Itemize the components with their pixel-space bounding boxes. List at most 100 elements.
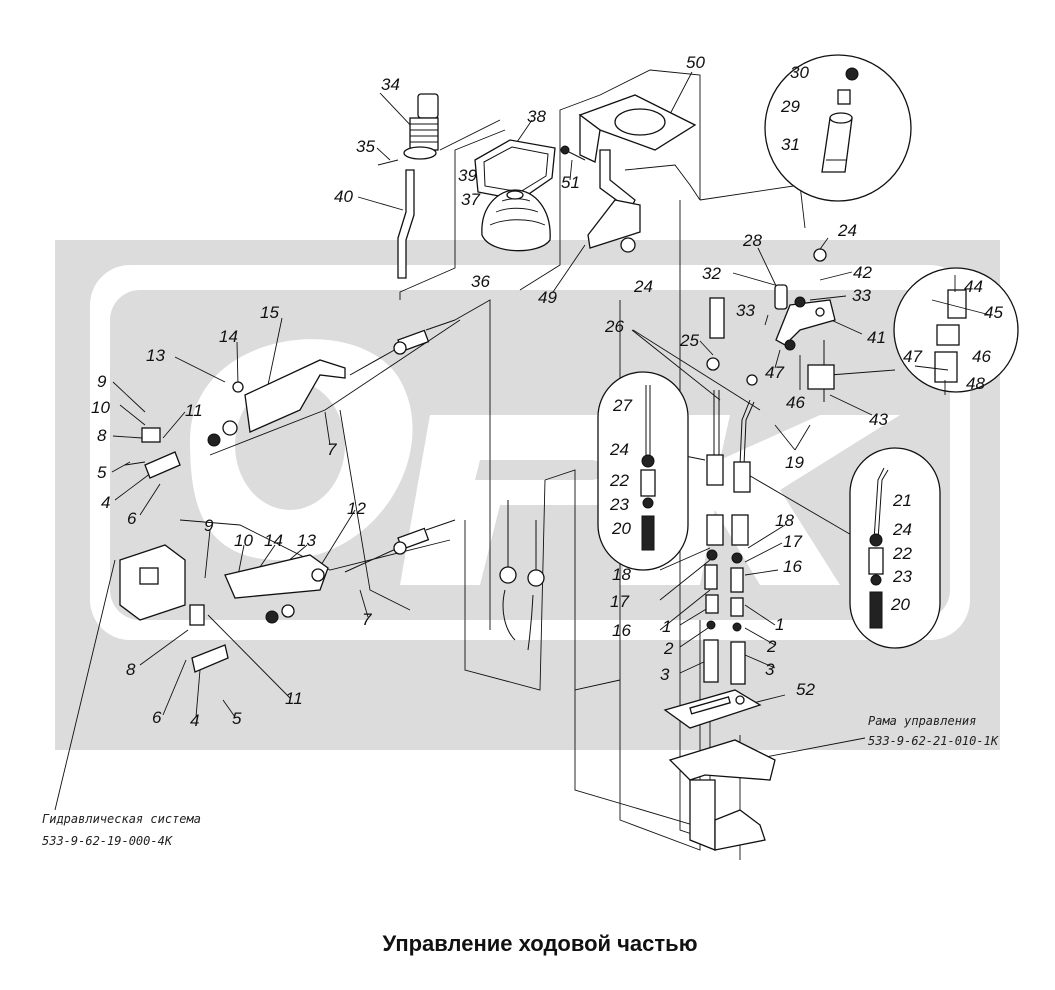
callout-8-upper: 8 [97, 426, 107, 445]
callout-49: 49 [538, 288, 557, 307]
callout-40: 40 [334, 187, 353, 206]
callout-11-upper: 11 [185, 401, 203, 420]
callout-41: 41 [867, 328, 886, 347]
part-rods-center [703, 297, 755, 685]
callout-2-right: 2 [766, 637, 777, 656]
detail-capsule-left [597, 371, 689, 571]
part-43-clevis [807, 340, 835, 402]
callout-3-right: 3 [765, 660, 775, 679]
note-control-frame: Рама управления 533-9-62-21-010-1K [868, 714, 999, 748]
callout-labels: 34 35 40 38 39 37 36 50 51 49 24 30 29 3… [91, 53, 1003, 730]
diagram-title: Управление ходовой частью [382, 931, 697, 956]
control-frame-code: 533-9-62-21-010-1K [868, 734, 999, 748]
callout-44: 44 [964, 277, 983, 296]
part-28-pin [774, 284, 788, 310]
callout-4-upper: 4 [101, 493, 110, 512]
part-7-cable-upper [349, 319, 456, 376]
callout-1-left: 1 [662, 617, 671, 636]
part-hydraulic-block [119, 544, 186, 621]
callout-24-right-capsule: 24 [892, 520, 912, 539]
watermark-letters [190, 339, 900, 585]
hydraulic-system-code: 533-9-62-19-000-4K [42, 834, 173, 848]
part-30-nut [845, 67, 859, 81]
callout-30: 30 [790, 63, 809, 82]
callout-20-right-capsule: 20 [890, 595, 910, 614]
detail-circle-fork [893, 267, 1019, 395]
callout-36: 36 [471, 272, 490, 291]
callout-6-lower: 6 [152, 708, 162, 727]
part-14-washer-upper [207, 381, 244, 447]
callout-17-right: 17 [783, 532, 802, 551]
callout-42: 42 [853, 263, 872, 282]
callout-46-detail: 46 [972, 347, 991, 366]
part-12-lever-plate [224, 554, 329, 599]
part-29-bushing [837, 89, 851, 105]
callout-9-upper: 9 [97, 372, 107, 391]
callout-9-lower: 9 [204, 516, 214, 535]
callout-45: 45 [984, 303, 1003, 322]
part-cylinders-center [499, 500, 545, 651]
callout-13-upper: 13 [146, 346, 165, 365]
callout-1-right: 1 [775, 615, 784, 634]
part-15-lever-plate [244, 359, 346, 433]
callout-17-left: 17 [610, 592, 629, 611]
part-34-handle [377, 93, 439, 166]
callout-8-lower: 8 [126, 660, 136, 679]
callout-4-lower: 4 [190, 711, 199, 730]
part-52-control-frame [663, 689, 776, 851]
callout-29: 29 [780, 97, 800, 116]
part-44-clevis [931, 275, 991, 319]
part-4-link-lower [191, 644, 229, 673]
callout-25: 25 [679, 331, 699, 350]
part-40-lever [397, 169, 415, 279]
callout-5-upper: 5 [97, 463, 107, 482]
callout-47-detail: 47 [903, 347, 922, 366]
callout-35: 35 [356, 137, 375, 156]
callout-38: 38 [527, 107, 546, 126]
callout-52: 52 [796, 680, 815, 699]
callout-22-right-capsule: 22 [892, 544, 912, 563]
callout-11-lower: 11 [285, 689, 303, 708]
callout-6-upper: 6 [127, 509, 137, 528]
callout-31: 31 [781, 135, 800, 154]
part-50-bracket [578, 94, 697, 249]
part-14-washer-lower [265, 604, 295, 624]
callout-23-capsule: 23 [609, 495, 629, 514]
detail-circle-tube [764, 54, 912, 202]
callout-50: 50 [686, 53, 705, 72]
callout-16-right: 16 [783, 557, 802, 576]
part-46-block [936, 324, 960, 346]
part-51-bolt [560, 145, 586, 161]
part-7-cable-lower [344, 519, 456, 573]
callout-7-upper: 7 [327, 440, 337, 459]
callout-5-lower: 5 [232, 709, 242, 728]
callout-26: 26 [604, 317, 624, 336]
hydraulic-system-name: Гидравлическая система [42, 812, 201, 826]
callout-24-right: 24 [837, 221, 857, 240]
part-36-boot [481, 189, 551, 252]
callout-24-top: 24 [633, 277, 653, 296]
callout-15: 15 [260, 303, 279, 322]
callout-39: 39 [458, 166, 477, 185]
callout-32: 32 [702, 264, 721, 283]
callout-33-left: 33 [736, 301, 755, 320]
part-nuts-center [706, 296, 806, 386]
detail-capsule-right [849, 447, 941, 649]
part-8-fork-upper [141, 427, 161, 443]
callout-12: 12 [347, 499, 366, 518]
callout-47-center: 47 [765, 363, 784, 382]
callout-14-upper: 14 [219, 327, 238, 346]
callout-10-lower: 10 [234, 531, 253, 550]
callout-18-left: 18 [612, 565, 631, 584]
part-24-nut-top [620, 237, 827, 262]
callout-37: 37 [461, 190, 480, 209]
callout-48: 48 [966, 374, 985, 393]
callout-34: 34 [381, 75, 400, 94]
rod-27 [645, 385, 651, 455]
callout-20-capsule: 20 [611, 519, 631, 538]
callout-46-center: 46 [786, 393, 805, 412]
callout-51: 51 [561, 173, 580, 192]
callout-18-right: 18 [775, 511, 794, 530]
callout-7-lower: 7 [362, 610, 372, 629]
